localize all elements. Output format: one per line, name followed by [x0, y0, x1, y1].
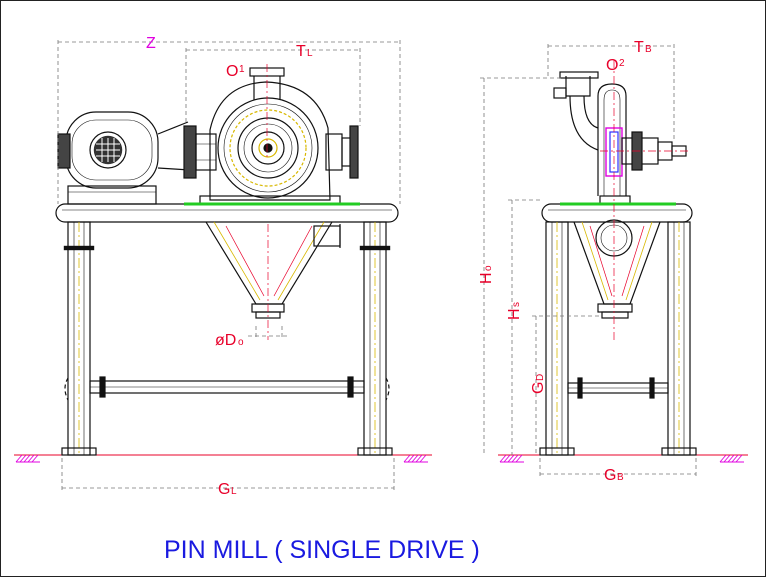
label-tl-sub: L	[307, 48, 313, 59]
label-tl: T	[296, 43, 306, 60]
label-o1-sub: 1	[239, 64, 245, 75]
label-ho-sub: o	[483, 265, 494, 271]
label-hs-sub: s	[511, 302, 522, 307]
ground-hatch-right	[403, 454, 428, 463]
side-dimensions	[480, 44, 697, 476]
motor	[57, 111, 191, 205]
dimension-labels: Z T L O 1 øD o G L T B O 2 H o H s G D G…	[146, 35, 652, 498]
front-legs	[61, 221, 393, 456]
drawing-title: PIN MILL ( SINGLE DRIVE )	[164, 536, 480, 564]
label-gd-sub: D	[535, 374, 546, 381]
base-table-top	[55, 203, 399, 223]
label-gb: G	[604, 467, 616, 484]
label-ho: H	[478, 272, 495, 284]
coupling	[183, 125, 217, 179]
side-view	[498, 60, 748, 463]
front-view	[14, 64, 432, 463]
ground-hatch-side-right	[719, 454, 744, 463]
label-d0-sub: o	[238, 337, 244, 348]
label-ho-group: H o	[478, 265, 495, 284]
ground-hatch-side-left	[499, 454, 524, 463]
front-dimensions	[57, 40, 401, 490]
mill-housing	[184, 64, 360, 206]
label-hs-group: H s	[506, 302, 523, 320]
label-gl: G	[218, 481, 230, 498]
label-tb: T	[634, 39, 644, 56]
ground-hatch-left	[15, 454, 40, 463]
label-o1: O	[226, 63, 238, 80]
label-gl-sub: L	[231, 486, 237, 497]
label-tb-sub: B	[645, 44, 652, 55]
label-o2-sub: 2	[619, 58, 625, 69]
front-hopper	[205, 221, 341, 340]
label-gd-group: G D	[530, 374, 547, 394]
label-gd: G	[530, 382, 547, 394]
label-hs: H	[506, 308, 523, 320]
label-d0: øD	[215, 332, 236, 349]
label-o2: O	[606, 57, 618, 74]
label-z: Z	[146, 35, 156, 52]
label-gb-sub: B	[617, 472, 624, 483]
front-brace	[64, 376, 390, 401]
